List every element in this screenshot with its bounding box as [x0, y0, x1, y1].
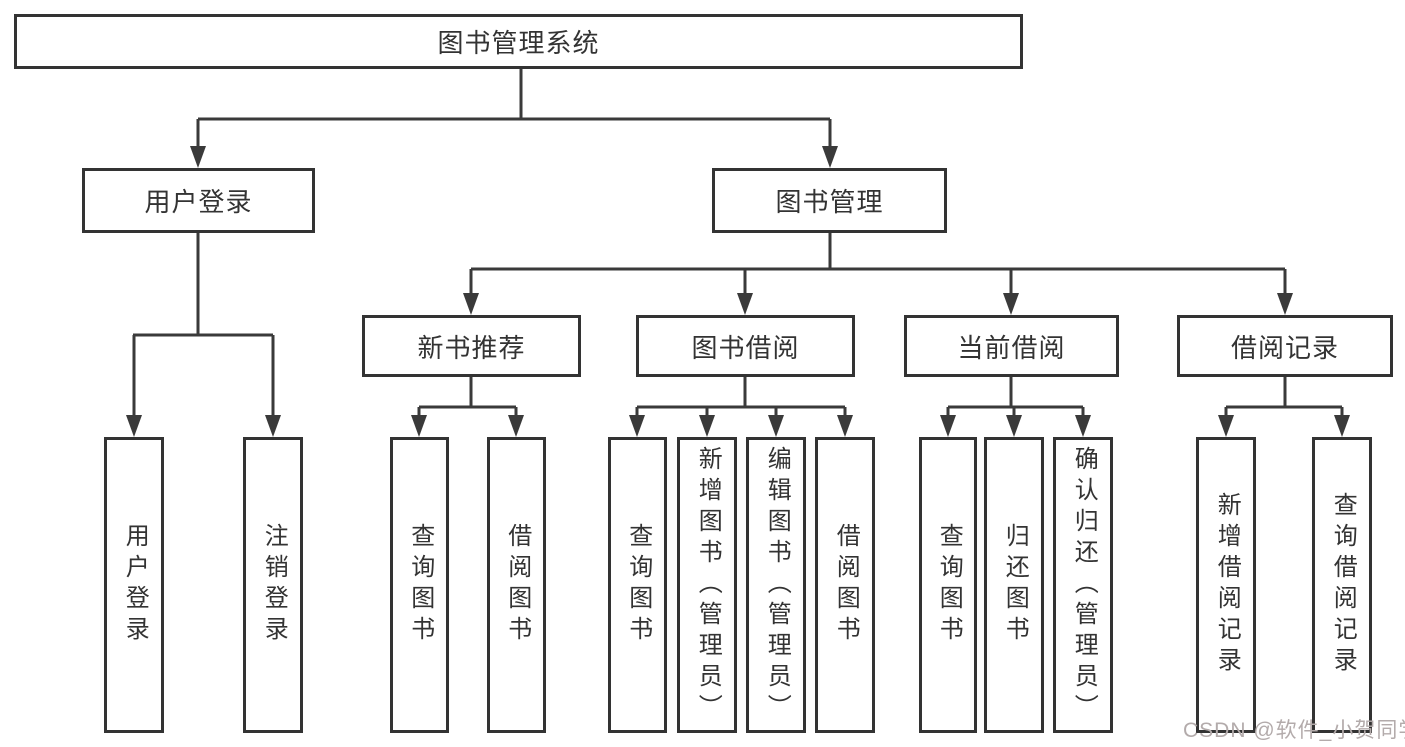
leaf-label: 借阅图书 — [832, 523, 860, 647]
leaf-query-books-current: 查询图书 — [919, 437, 977, 733]
leaf-add-book-admin: 新增图书（管理员） — [677, 437, 737, 733]
node-label: 图书借阅 — [691, 332, 800, 363]
leaf-label: 新增图书（管理员） — [694, 445, 722, 725]
leaf-label: 用户登录 — [121, 523, 149, 647]
node-borrow-records: 借阅记录 — [1177, 315, 1393, 377]
node-label: 当前借阅 — [957, 332, 1066, 363]
node-current-borrow: 当前借阅 — [904, 315, 1119, 377]
node-new-book-recommend: 新书推荐 — [362, 315, 581, 377]
node-book-management: 图书管理 — [712, 168, 947, 233]
leaf-label: 查询借阅记录 — [1329, 492, 1357, 678]
arrow-down-icon — [737, 293, 753, 315]
leaf-confirm-return-admin: 确认归还（管理员） — [1053, 437, 1113, 733]
node-root: 图书管理系统 — [14, 14, 1023, 69]
arrow-down-icon — [508, 415, 524, 437]
arrow-down-icon — [822, 146, 838, 168]
leaf-query-books-recommend: 查询图书 — [390, 437, 449, 733]
leaf-label: 新增借阅记录 — [1213, 492, 1241, 678]
leaf-return-book: 归还图书 — [984, 437, 1044, 733]
leaf-edit-book-admin: 编辑图书（管理员） — [746, 437, 806, 733]
leaf-query-books-borrow: 查询图书 — [608, 437, 667, 733]
arrow-down-icon — [940, 415, 956, 437]
leaf-label: 查询图书 — [935, 523, 963, 647]
leaf-label: 归还图书 — [1001, 523, 1029, 647]
leaf-label: 查询图书 — [406, 523, 434, 647]
leaf-label: 确认归还（管理员） — [1070, 445, 1098, 725]
arrow-down-icon — [699, 415, 715, 437]
arrow-down-icon — [1218, 415, 1234, 437]
arrow-down-icon — [1075, 415, 1091, 437]
arrow-down-icon — [837, 415, 853, 437]
arrow-down-icon — [1003, 293, 1019, 315]
arrow-down-icon — [126, 415, 142, 437]
arrow-down-icon — [768, 415, 784, 437]
arrow-down-icon — [1006, 415, 1022, 437]
leaf-label: 借阅图书 — [503, 523, 531, 647]
leaf-borrow-books-recommend: 借阅图书 — [487, 437, 546, 733]
node-root-label: 图书管理系统 — [437, 28, 600, 58]
arrow-down-icon — [1334, 415, 1350, 437]
connector-lines — [132, 69, 1344, 415]
arrow-down-icon — [463, 293, 479, 315]
arrow-down-icon — [265, 415, 281, 437]
leaf-add-borrow-record: 新增借阅记录 — [1196, 437, 1256, 733]
leaf-user-login: 用户登录 — [104, 437, 164, 733]
node-book-borrow: 图书借阅 — [636, 315, 855, 377]
arrow-down-icon — [1277, 293, 1293, 315]
node-user-login: 用户登录 — [82, 168, 315, 233]
leaf-query-borrow-record: 查询借阅记录 — [1312, 437, 1372, 733]
node-label: 图书管理 — [775, 187, 884, 217]
leaf-label: 查询图书 — [624, 523, 652, 647]
arrow-down-icon — [629, 415, 645, 437]
node-label: 用户登录 — [144, 187, 253, 217]
arrow-down-icon — [190, 146, 206, 168]
arrowheads — [126, 146, 1350, 437]
node-label: 新书推荐 — [417, 332, 526, 363]
csdn-watermark: CSDN @软件_小贺同学 — [1183, 719, 1405, 742]
leaf-label: 编辑图书（管理员） — [763, 445, 791, 725]
leaf-borrow-books: 借阅图书 — [815, 437, 875, 733]
arrow-down-icon — [411, 415, 427, 437]
leaf-logout: 注销登录 — [243, 437, 303, 733]
node-label: 借阅记录 — [1230, 332, 1339, 363]
leaf-label: 注销登录 — [260, 523, 288, 647]
